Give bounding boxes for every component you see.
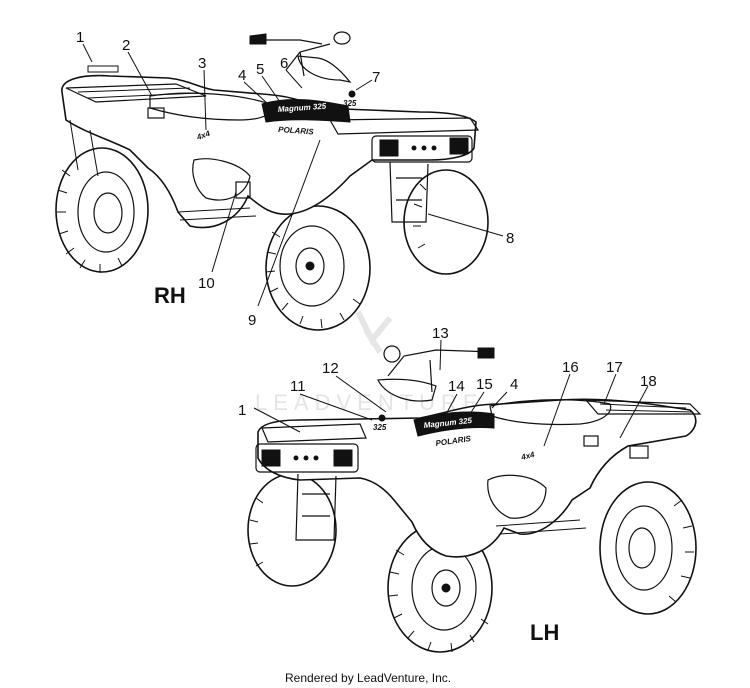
rh-cc-decal: 325 <box>343 99 357 108</box>
rh-brand-decal: POLARIS <box>278 125 315 137</box>
rh-callouts: 1 2 3 4 5 6 7 8 9 10 <box>76 29 514 329</box>
lh-callout-14: 14 <box>448 378 465 395</box>
rh-callout-9: 9 <box>248 312 256 329</box>
rh-model-decal: Magnum 325 <box>278 102 328 114</box>
lh-4x4-decal: 4x4 <box>519 450 536 462</box>
rh-callout-3: 3 <box>198 55 206 72</box>
lh-body: Magnum 325 POLARIS 4x4 325 <box>255 345 702 558</box>
lh-far-wheel <box>247 473 337 587</box>
lh-callout-1: 1 <box>238 402 246 419</box>
rh-callout-4: 4 <box>238 67 246 84</box>
lh-callout-13: 13 <box>432 325 449 342</box>
rh-view-label: RH <box>154 283 186 308</box>
rh-leaders <box>82 43 504 307</box>
lh-cc-decal: 325 <box>373 423 387 432</box>
watermark: LEADVENTURE <box>255 310 484 415</box>
atv-rh: Magnum 325 POLARIS 4x4 325 <box>55 31 489 331</box>
watermark-text: LEADVENTURE <box>255 390 484 415</box>
lh-view-label: LH <box>530 620 559 645</box>
lh-callouts: 13 12 11 1 14 15 4 16 17 18 <box>238 325 657 419</box>
rh-front-wheel <box>265 205 371 331</box>
lh-leaders <box>253 339 649 447</box>
lh-callout-11: 11 <box>290 378 306 395</box>
rh-callout-2: 2 <box>122 37 130 54</box>
rh-callout-10: 10 <box>198 275 215 292</box>
lh-callout-17: 17 <box>606 359 623 376</box>
rh-callout-5: 5 <box>256 61 264 78</box>
rh-callout-6: 6 <box>280 55 288 72</box>
rh-callout-8: 8 <box>506 230 514 247</box>
atv-lh: Magnum 325 POLARIS 4x4 325 <box>247 345 702 653</box>
rh-callout-1: 1 <box>76 29 84 46</box>
credit-text: Rendered by LeadVenture, Inc. <box>285 671 451 685</box>
rh-far-wheel <box>403 169 489 275</box>
lh-callout-16: 16 <box>562 359 579 376</box>
lh-callout-15: 15 <box>476 376 493 393</box>
lh-callout-12: 12 <box>322 360 339 377</box>
lh-callout-4: 4 <box>510 376 518 393</box>
rh-callout-7: 7 <box>372 69 380 86</box>
lh-callout-18: 18 <box>640 373 657 390</box>
rh-rear-wheel <box>55 147 149 273</box>
lh-rear-wheel <box>599 481 697 615</box>
